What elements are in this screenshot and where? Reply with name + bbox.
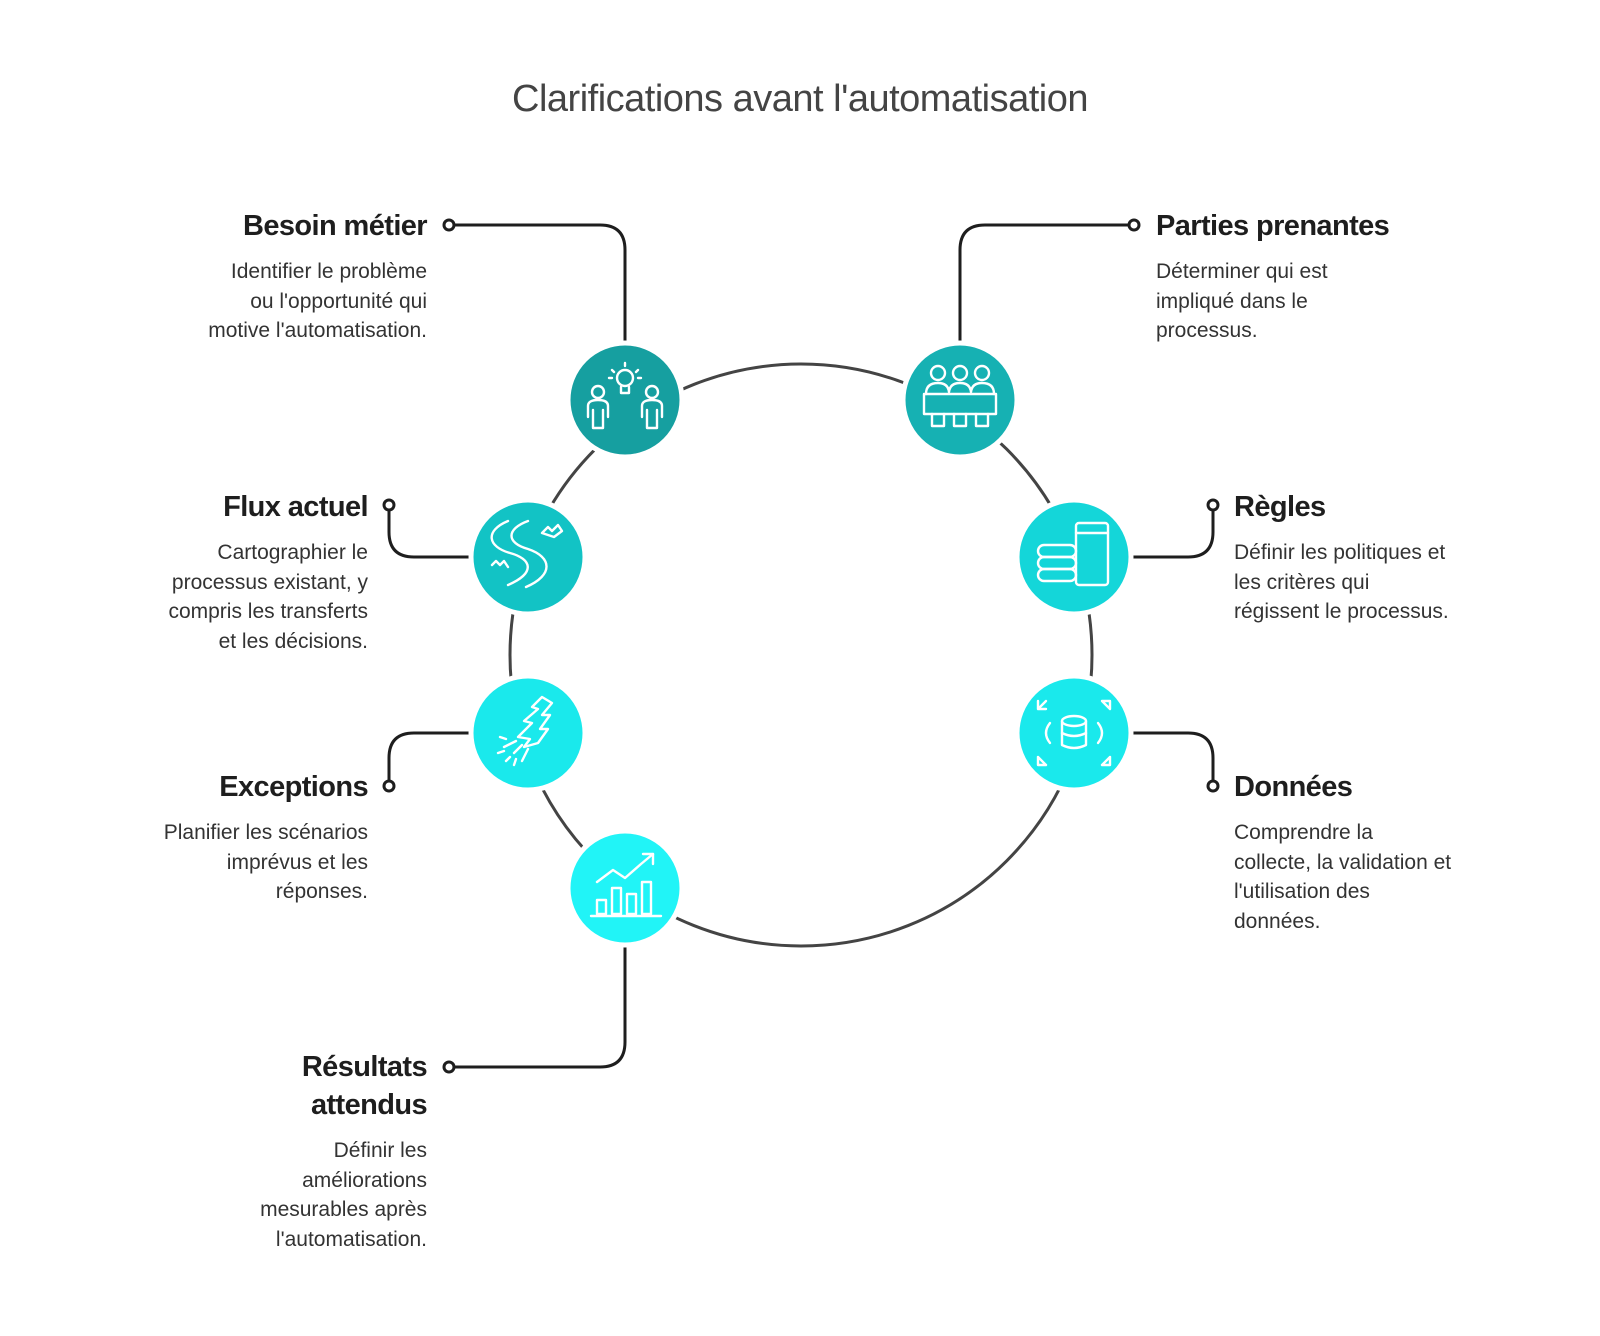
item-donnees: Données Comprendre la collecte, la valid… [1234,768,1564,936]
item-title: Besoin métier [243,210,428,242]
item-title: Parties prenantes [1156,210,1390,242]
item-flux: Flux actuel Cartographier le processus e… [80,488,368,656]
connector-donnees [1131,731,1215,786]
connector-dot-besoin [442,218,456,232]
connector-besoin [449,223,627,343]
connector-dot-resultats [442,1060,456,1074]
node-parties [900,340,1020,460]
node-regles [1014,497,1134,617]
item-regles: Règles Définir les politiques et les cri… [1234,488,1554,627]
idea-people-icon [586,361,664,430]
item-besoin: Besoin métier Identifier le problème ou … [100,207,427,346]
item-parties: Parties prenantes Déterminer qui est imp… [1156,207,1476,346]
connector-regles [1131,505,1215,559]
item-description: Cartographier le processus existant, y c… [168,541,368,653]
page-title: Clarifications avant l'automatisation [512,78,1088,120]
connector-dot-parties [1127,218,1141,232]
connector-parties [958,223,1134,343]
item-resultats: Résultats attendus Définir les améliorat… [100,1048,428,1254]
item-description: Déterminer qui est impliqué dans le proc… [1156,260,1328,342]
growth-chart-icon [589,852,663,918]
item-title: Résultats attendus [301,1051,428,1121]
node-flux [468,497,588,617]
connector-flux [387,505,471,559]
connector-dot-exceptions [382,779,396,793]
stacked-rules-icon [1036,521,1110,587]
database-expand-icon [1036,699,1112,767]
connector-resultats [449,945,627,1069]
team-table-icon [922,364,998,428]
node-resultats [565,828,685,948]
process-ring [508,362,1094,948]
item-exceptions: Exceptions Planifier les scénarios impré… [80,768,369,907]
connector-dot-flux [382,498,396,512]
item-description: Définir les politiques et les critères q… [1234,541,1449,623]
item-title: Règles [1234,491,1326,523]
item-description: Identifier le problème ou l'opportunité … [208,260,427,342]
connector-dot-regles [1206,498,1220,512]
connector-exceptions [387,731,471,786]
item-description: Définir les améliorations mesurables apr… [260,1139,427,1251]
node-besoin [565,340,685,460]
item-description: Planifier les scénarios imprévus et les … [163,821,368,903]
node-exceptions [468,673,588,793]
item-title: Exceptions [219,771,368,803]
node-donnees [1014,673,1134,793]
item-title: Flux actuel [223,491,368,523]
connector-dot-donnees [1206,779,1220,793]
item-title: Données [1234,771,1353,803]
rocket-tree-icon [496,695,554,767]
river-flow-icon [490,519,564,589]
connectors [382,218,1220,1074]
item-description: Comprendre la collecte, la validation et… [1234,821,1452,933]
